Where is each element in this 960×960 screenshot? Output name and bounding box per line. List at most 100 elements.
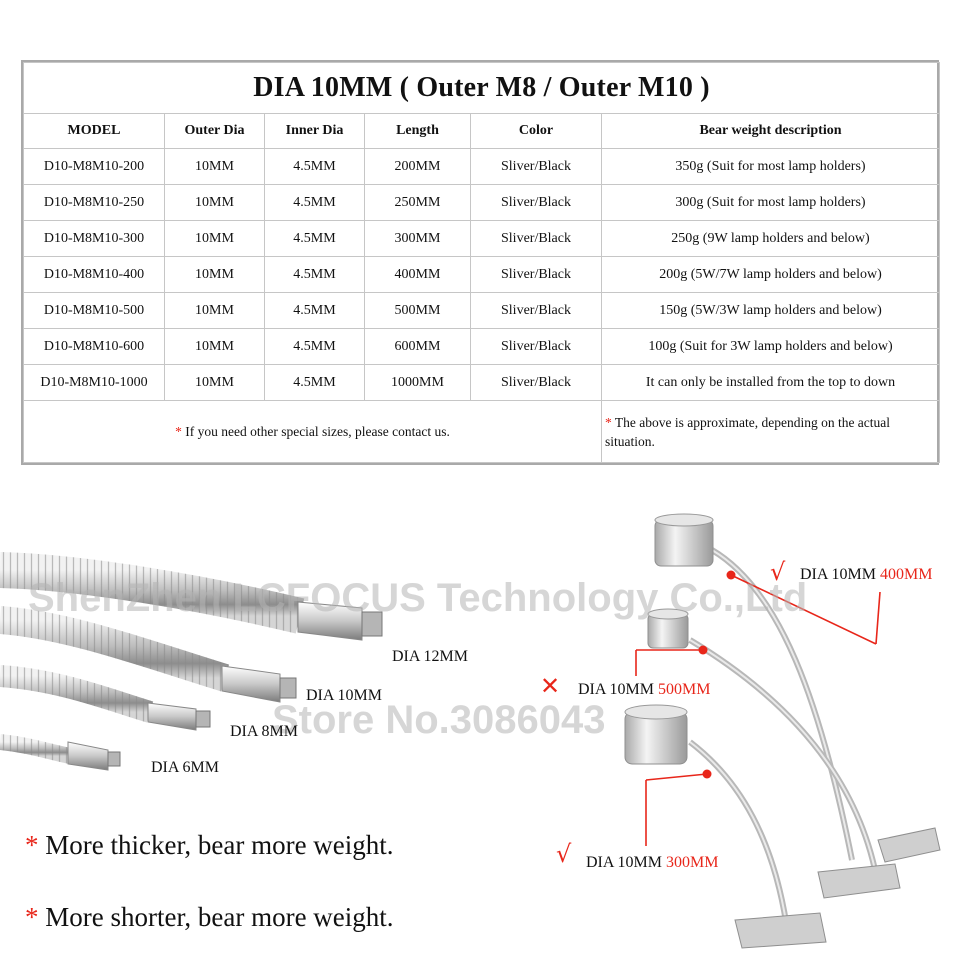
arm-label-prefix: DIA 10MM xyxy=(800,566,881,583)
tube-10mm xyxy=(0,606,297,703)
spec-table: DIA 10MM ( Outer M8 / Outer M10 ) MODEL … xyxy=(23,62,940,463)
cell-color: Sliver/Black xyxy=(470,184,602,221)
arm-label-prefix: DIA 10MM xyxy=(578,681,659,698)
cell-color: Sliver/Black xyxy=(470,256,602,293)
table-row: D10-M8M10-300 10MM 4.5MM 300MM Sliver/Bl… xyxy=(23,220,940,257)
table-title: DIA 10MM ( Outer M8 / Outer M10 ) xyxy=(23,62,940,114)
note-star: * xyxy=(175,423,182,439)
cell-inner-dia: 4.5MM xyxy=(264,256,365,293)
tube-12mm xyxy=(0,552,383,641)
cell-inner-dia: 4.5MM xyxy=(264,364,365,401)
cross-icon: ✕ xyxy=(540,672,561,700)
header-length: Length xyxy=(364,113,471,149)
header-inner-dia: Inner Dia xyxy=(264,113,365,149)
cell-length: 400MM xyxy=(364,256,471,293)
callout-400mm xyxy=(726,570,881,645)
cell-length: 600MM xyxy=(364,328,471,365)
tube-8mm xyxy=(0,665,211,731)
table-row: D10-M8M10-1000 10MM 4.5MM 1000MM Sliver/… xyxy=(23,364,940,401)
arm-label-value: 500MM xyxy=(658,681,711,698)
cell-color: Sliver/Black xyxy=(470,148,602,185)
cell-inner-dia: 4.5MM xyxy=(264,148,365,185)
bullet-text: More thicker, bear more weight. xyxy=(38,830,394,860)
cell-model: D10-M8M10-500 xyxy=(23,292,165,329)
bullet-star: * xyxy=(25,830,39,860)
arm-label-value: 400MM xyxy=(880,566,933,583)
header-outer-dia: Outer Dia xyxy=(164,113,265,149)
arm-500mm xyxy=(647,608,901,899)
cell-model: D10-M8M10-600 xyxy=(23,328,165,365)
cell-color: Sliver/Black xyxy=(470,364,602,401)
arm-label-400mm: DIA 10MM 400MM xyxy=(800,566,932,584)
cell-outer-dia: 10MM xyxy=(164,184,265,221)
product-illustration: ShenZhen LCFOCUS Technology Co.,Ltd Stor… xyxy=(0,480,960,960)
header-bear-weight: Bear weight description xyxy=(601,113,940,149)
check-icon: √ xyxy=(770,558,786,586)
watermark-company: ShenZhen LCFOCUS Technology Co.,Ltd xyxy=(28,576,808,620)
cell-length: 300MM xyxy=(364,220,471,257)
cell-bear-weight: 100g (Suit for 3W lamp holders and below… xyxy=(601,328,940,365)
bullet-shorter: * More shorter, bear more weight. xyxy=(25,902,394,933)
cell-bear-weight: 200g (5W/7W lamp holders and below) xyxy=(601,256,940,293)
table-note-row: * If you need other special sizes, pleas… xyxy=(23,400,940,463)
cell-bear-weight: 300g (Suit for most lamp holders) xyxy=(601,184,940,221)
cell-outer-dia: 10MM xyxy=(164,364,265,401)
cell-model: D10-M8M10-200 xyxy=(23,148,165,185)
cell-inner-dia: 4.5MM xyxy=(264,292,365,329)
callout-300mm xyxy=(645,769,712,846)
cell-color: Sliver/Black xyxy=(470,220,602,257)
cell-model: D10-M8M10-1000 xyxy=(23,364,165,401)
check-icon: √ xyxy=(556,840,572,868)
table-row: D10-M8M10-500 10MM 4.5MM 500MM Sliver/Bl… xyxy=(23,292,940,329)
arm-300mm xyxy=(624,704,827,949)
cell-length: 500MM xyxy=(364,292,471,329)
bullet-star: * xyxy=(25,902,39,932)
cell-inner-dia: 4.5MM xyxy=(264,184,365,221)
cell-inner-dia: 4.5MM xyxy=(264,220,365,257)
cell-outer-dia: 10MM xyxy=(164,148,265,185)
arm-label-300mm: DIA 10MM 300MM xyxy=(586,854,718,872)
tube-label-6mm: DIA 6MM xyxy=(151,759,220,776)
note-text: The above is approximate, depending on t… xyxy=(605,414,891,449)
cell-outer-dia: 10MM xyxy=(164,328,265,365)
watermark-store: Store No.3086043 xyxy=(272,698,606,742)
cell-outer-dia: 10MM xyxy=(164,256,265,293)
cell-length: 250MM xyxy=(364,184,471,221)
table-header-row: MODEL Outer Dia Inner Dia Length Color B… xyxy=(23,113,940,149)
cell-bear-weight: 250g (9W lamp holders and below) xyxy=(601,220,940,257)
cell-bear-weight: 150g (5W/3W lamp holders and below) xyxy=(601,292,940,329)
cell-model: D10-M8M10-250 xyxy=(23,184,165,221)
table-row: D10-M8M10-600 10MM 4.5MM 600MM Sliver/Bl… xyxy=(23,328,940,365)
cell-outer-dia: 10MM xyxy=(164,292,265,329)
tube-6mm xyxy=(0,734,121,771)
cell-bear-weight: It can only be installed from the top to… xyxy=(601,364,940,401)
arm-label-value: 300MM xyxy=(666,854,719,871)
tube-label-12mm: DIA 12MM xyxy=(392,648,469,665)
header-color: Color xyxy=(470,113,602,149)
table-row: D10-M8M10-200 10MM 4.5MM 200MM Sliver/Bl… xyxy=(23,148,940,185)
spec-table-container: DIA 10MM ( Outer M8 / Outer M10 ) MODEL … xyxy=(21,60,940,465)
note-special-sizes: * If you need other special sizes, pleas… xyxy=(23,400,602,463)
cell-length: 200MM xyxy=(364,148,471,185)
cell-bear-weight: 350g (Suit for most lamp holders) xyxy=(601,148,940,185)
cell-inner-dia: 4.5MM xyxy=(264,328,365,365)
cell-length: 1000MM xyxy=(364,364,471,401)
cell-model: D10-M8M10-400 xyxy=(23,256,165,293)
note-approximate: * The above is approximate, depending on… xyxy=(601,400,940,463)
cell-model: D10-M8M10-300 xyxy=(23,220,165,257)
tube-label-8mm: DIA 8MM xyxy=(230,723,299,740)
bullet-text: More shorter, bear more weight. xyxy=(38,902,394,932)
note-text: If you need other special sizes, please … xyxy=(181,423,450,439)
tube-label-10mm: DIA 10MM xyxy=(306,687,383,704)
arm-400mm xyxy=(654,513,941,863)
callout-500mm xyxy=(635,645,708,676)
arm-label-prefix: DIA 10MM xyxy=(586,854,667,871)
arm-label-500mm: DIA 10MM 500MM xyxy=(578,681,710,699)
table-row: D10-M8M10-400 10MM 4.5MM 400MM Sliver/Bl… xyxy=(23,256,940,293)
note-star: * xyxy=(605,414,612,430)
cell-color: Sliver/Black xyxy=(470,292,602,329)
cell-color: Sliver/Black xyxy=(470,328,602,365)
header-model: MODEL xyxy=(23,113,165,149)
tubes-and-arms-drawing xyxy=(0,513,941,949)
table-row: D10-M8M10-250 10MM 4.5MM 250MM Sliver/Bl… xyxy=(23,184,940,221)
